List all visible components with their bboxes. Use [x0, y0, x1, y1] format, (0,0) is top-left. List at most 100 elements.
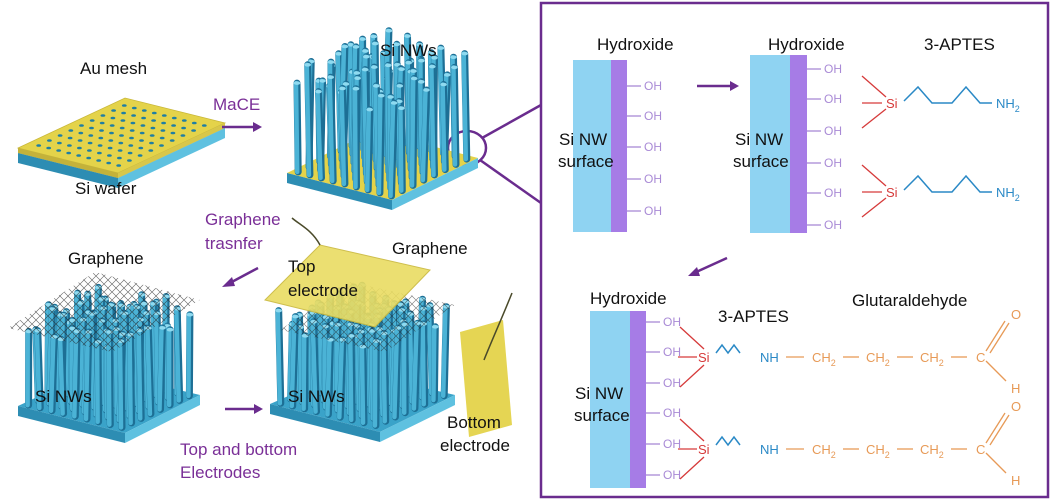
- oxygen-atom: O: [1011, 399, 1021, 414]
- nanowire: [72, 329, 79, 419]
- mesh-hole: [99, 121, 105, 125]
- device-with-electrodes: [264, 217, 513, 442]
- aptes-label-1: 3-APTES: [924, 35, 995, 54]
- mesh-hole: [131, 114, 137, 117]
- ch2-group-subscript: 2: [885, 450, 890, 460]
- mesh-hole: [139, 131, 145, 135]
- hydrogen-atom: H: [1011, 381, 1020, 396]
- nanowire: [440, 304, 448, 398]
- mesh-hole: [138, 146, 144, 150]
- si-nws-bl-label: Si NWs: [35, 387, 92, 406]
- oh-group: OH: [663, 468, 681, 482]
- electrodes-label-1: Top and bottom: [180, 440, 297, 459]
- nanowire-tip: [416, 42, 423, 47]
- linker-zigzag: [715, 435, 741, 447]
- si-nw-surface-blue-b: [750, 55, 790, 233]
- ch2-group-subscript: 2: [939, 358, 944, 368]
- nanowire: [359, 344, 366, 425]
- mesh-hole: [77, 139, 83, 142]
- nanowire: [429, 64, 436, 178]
- mesh-hole: [159, 144, 164, 147]
- mesh-hole: [119, 126, 125, 130]
- mesh-hole: [161, 121, 167, 125]
- nanowire-tip: [353, 71, 361, 75]
- si-nw-surface-blue-c: [590, 311, 630, 488]
- mesh-hole: [117, 156, 122, 160]
- nanowire-tip: [186, 312, 194, 317]
- nanowire-tip: [361, 67, 369, 72]
- nanowire-tip: [431, 56, 438, 60]
- amine-group-subscript: 2: [1015, 193, 1020, 203]
- nanowire-tip: [450, 55, 457, 59]
- nanowire-tip: [444, 73, 451, 77]
- mesh-hole: [46, 146, 52, 150]
- mesh-hole: [110, 116, 116, 120]
- mesh-hole: [107, 154, 112, 157]
- si-nw-label-c: Si NW: [575, 384, 623, 403]
- ch2-group: CH2: [812, 442, 836, 460]
- mesh-hole: [97, 144, 103, 147]
- amine-group: NH2: [996, 96, 1020, 114]
- ch2-group-subscript: 2: [831, 450, 836, 460]
- mesh-hole: [141, 116, 147, 120]
- mesh-hole: [96, 159, 102, 162]
- mesh-hole: [77, 146, 82, 150]
- nanowire: [409, 76, 416, 188]
- oh-group: OH: [824, 62, 842, 76]
- nanowire: [117, 338, 124, 430]
- mesh-hole: [99, 129, 104, 132]
- nanowire-tip: [292, 314, 299, 319]
- mesh-hole: [180, 134, 186, 137]
- carbonyl-carbon: C: [976, 350, 985, 365]
- nanowire-tip: [366, 107, 374, 112]
- hydroxide-label-1: Hydroxide: [597, 35, 674, 54]
- oh-group: OH: [824, 186, 842, 200]
- nanowire: [301, 333, 307, 412]
- graphene-transfer-label-2: trasnfer: [205, 234, 263, 253]
- nanowire-tip: [432, 325, 439, 329]
- mace-arrowhead: [253, 122, 262, 132]
- silicon-atom: Si: [886, 96, 898, 111]
- nanowire-tip: [275, 308, 283, 313]
- nanowire-tip: [362, 49, 369, 53]
- mesh-hole: [201, 124, 207, 127]
- nanowire: [153, 311, 160, 405]
- nanowire-tip: [398, 106, 405, 110]
- propyl-chain: [903, 174, 992, 193]
- oh-group: OH: [644, 172, 662, 186]
- mesh-hole: [108, 139, 114, 142]
- mesh-hole: [119, 134, 124, 137]
- bottom-electrode-label-2: electrode: [440, 436, 510, 455]
- nanowire: [352, 86, 358, 190]
- mesh-hole: [47, 139, 52, 142]
- ch2-group: CH2: [920, 350, 944, 368]
- mesh-hole: [89, 126, 94, 130]
- mesh-hole: [128, 144, 134, 147]
- graphene-transfer-label-1: Graphene: [205, 210, 281, 229]
- surface-label-b: surface: [733, 152, 789, 171]
- mesh-hole: [129, 129, 135, 132]
- si-o-bond: [861, 75, 887, 98]
- mesh-hole: [171, 116, 177, 120]
- nanowire-tip: [315, 89, 322, 94]
- si-o-bond: [861, 197, 887, 218]
- nanowire: [186, 312, 192, 399]
- zoom-line-lower: [479, 158, 542, 205]
- mesh-hole: [56, 149, 62, 152]
- mesh-hole: [160, 129, 166, 132]
- amine-group: NH2: [996, 185, 1020, 203]
- nanowire: [293, 80, 300, 175]
- mesh-hole: [148, 149, 154, 152]
- nanowire-tip: [385, 63, 392, 68]
- mesh-hole: [98, 136, 104, 140]
- bottom-electrode-label-1: Bottom: [447, 413, 501, 432]
- mesh-hole: [109, 131, 114, 135]
- nanowire-tip: [404, 34, 411, 38]
- mesh-hole: [170, 131, 176, 135]
- carbonyl-carbon: C: [976, 442, 985, 457]
- ch2-group-subscript: 2: [939, 450, 944, 460]
- si-o-bond: [679, 326, 705, 350]
- top-electrode-wire: [291, 217, 321, 246]
